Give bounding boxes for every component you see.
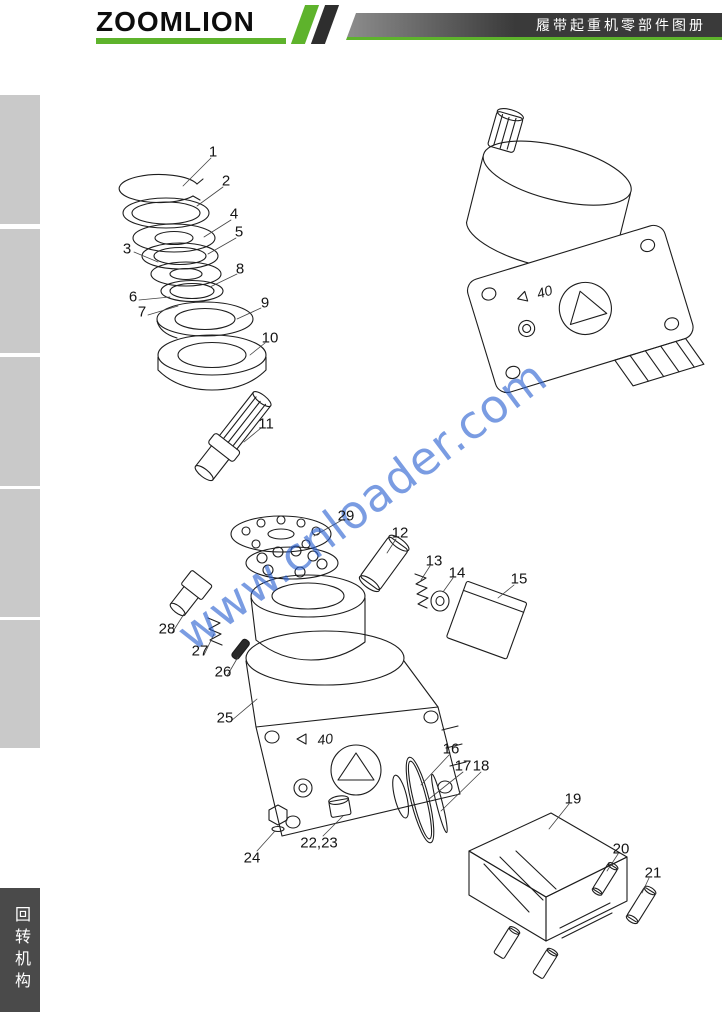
part-label-20: 20 (612, 840, 630, 858)
cylinder-block (250, 574, 366, 661)
sidebar-tab-2 (0, 229, 40, 353)
part-label-4: 4 (229, 205, 239, 223)
pin-26 (231, 638, 250, 660)
part-label-16: 16 (442, 740, 460, 758)
marking-40-bottom: 40 (316, 730, 334, 748)
part-label-29: 29 (337, 507, 355, 525)
part-label-28: 28 (158, 620, 176, 638)
hex-plug-24 (268, 804, 288, 833)
part-label-6: 6 (128, 288, 138, 306)
part-label-11: 11 (258, 415, 274, 433)
cover-plate-15 (446, 580, 528, 660)
part-label-25: 25 (216, 709, 234, 727)
valve-block-19 (468, 812, 628, 979)
part-label-1: 1 (208, 143, 218, 161)
seal-rings-16-17-18 (392, 756, 448, 844)
part-label-10: 10 (261, 329, 279, 347)
part-label-24: 24 (243, 849, 261, 867)
part-label-9: 9 (260, 294, 270, 312)
part-label-2: 2 (221, 172, 231, 190)
bolt-21 (625, 885, 657, 925)
valve-plate (230, 515, 332, 553)
part-label-14: 14 (448, 564, 466, 582)
sidebar-tab-active: 回转机构 (0, 888, 40, 1012)
motor-housing-bottom: 40 (245, 630, 467, 837)
motor-assembly-top-right: 40 (465, 108, 705, 394)
catalog-title-band: 履带起重机零部件图册 (346, 13, 722, 40)
ring-stack (118, 174, 267, 391)
marking-40-top: 40 (535, 282, 555, 302)
plug-22-23 (328, 795, 352, 818)
part-label-21: 21 (644, 864, 662, 882)
part-label-13: 13 (425, 552, 443, 570)
piston-retainer (245, 545, 339, 580)
spring-13 (414, 573, 429, 609)
bushing-12 (358, 534, 410, 593)
part-label-19: 19 (564, 790, 582, 808)
part-label-12: 12 (391, 524, 409, 542)
catalog-title: 履带起重机零部件图册 (536, 17, 706, 33)
part-label-7: 7 (137, 303, 147, 321)
bolt-20 (591, 862, 619, 896)
part-label-5: 5 (234, 223, 244, 241)
header: ZOOMLION 履带起重机零部件图册 (0, 0, 722, 50)
part-label-22,23: 22,23 (300, 834, 338, 852)
sidebar-tab-1 (0, 95, 40, 224)
part-label-15: 15 (510, 570, 528, 588)
part-label-18: 18 (472, 757, 490, 775)
zoomlion-logo: ZOOMLION (96, 6, 255, 37)
plug-28 (169, 570, 213, 617)
part-label-17: 17 (454, 757, 472, 775)
sidebar-tab-4 (0, 489, 40, 617)
part-label-3: 3 (122, 240, 132, 258)
washer-14 (430, 590, 450, 612)
leader-lines (133, 157, 650, 894)
sidebar-tab-5 (0, 620, 40, 748)
part-label-8: 8 (235, 260, 245, 278)
logo-underline (96, 38, 286, 44)
drive-shaft (194, 391, 272, 482)
sidebar-tab-3 (0, 357, 40, 486)
sidebar-active-label: 回转机构 (12, 906, 29, 994)
part-label-27: 27 (191, 642, 209, 660)
part-label-26: 26 (214, 663, 232, 681)
spring-27 (207, 617, 223, 646)
